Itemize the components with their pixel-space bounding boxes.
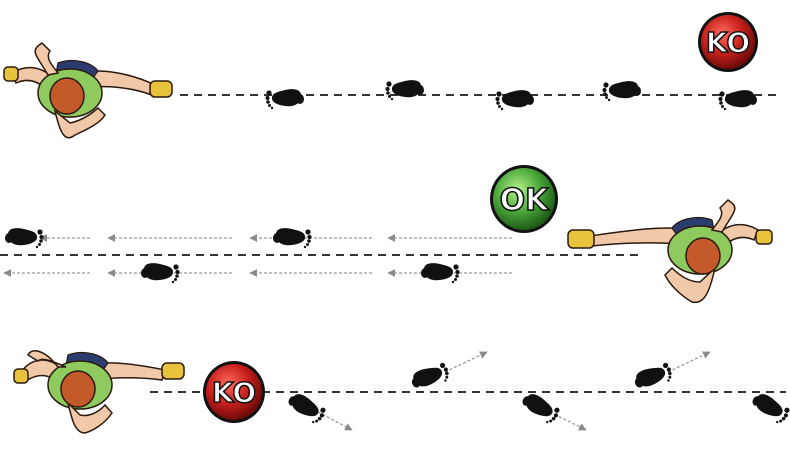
footprint [141, 263, 180, 284]
ko-badge-label: KO [212, 376, 256, 409]
footprint [748, 390, 790, 427]
footprint [602, 81, 641, 102]
arrow [444, 351, 488, 373]
footprint [265, 89, 304, 110]
runner [13, 350, 185, 434]
footprint [421, 263, 460, 284]
runner [567, 199, 773, 304]
row-middle: OK [0, 165, 773, 304]
footprint [518, 390, 562, 427]
footprint [5, 228, 44, 249]
footprint [495, 90, 534, 111]
ko-badge-label: KO [706, 26, 750, 59]
row-bottom: KO [13, 350, 790, 434]
ok-badge-label: OK [500, 183, 551, 218]
ok-badge: OK [490, 165, 558, 233]
row-top: KO [3, 12, 778, 139]
footprint [385, 80, 424, 101]
footprint [631, 360, 675, 394]
ko-badge: KO [203, 361, 265, 423]
footprint [718, 90, 757, 111]
footprint [284, 390, 328, 427]
runner [3, 42, 173, 139]
arrow [667, 351, 711, 373]
ko-badge: KO [698, 12, 758, 72]
footprint [408, 360, 452, 394]
